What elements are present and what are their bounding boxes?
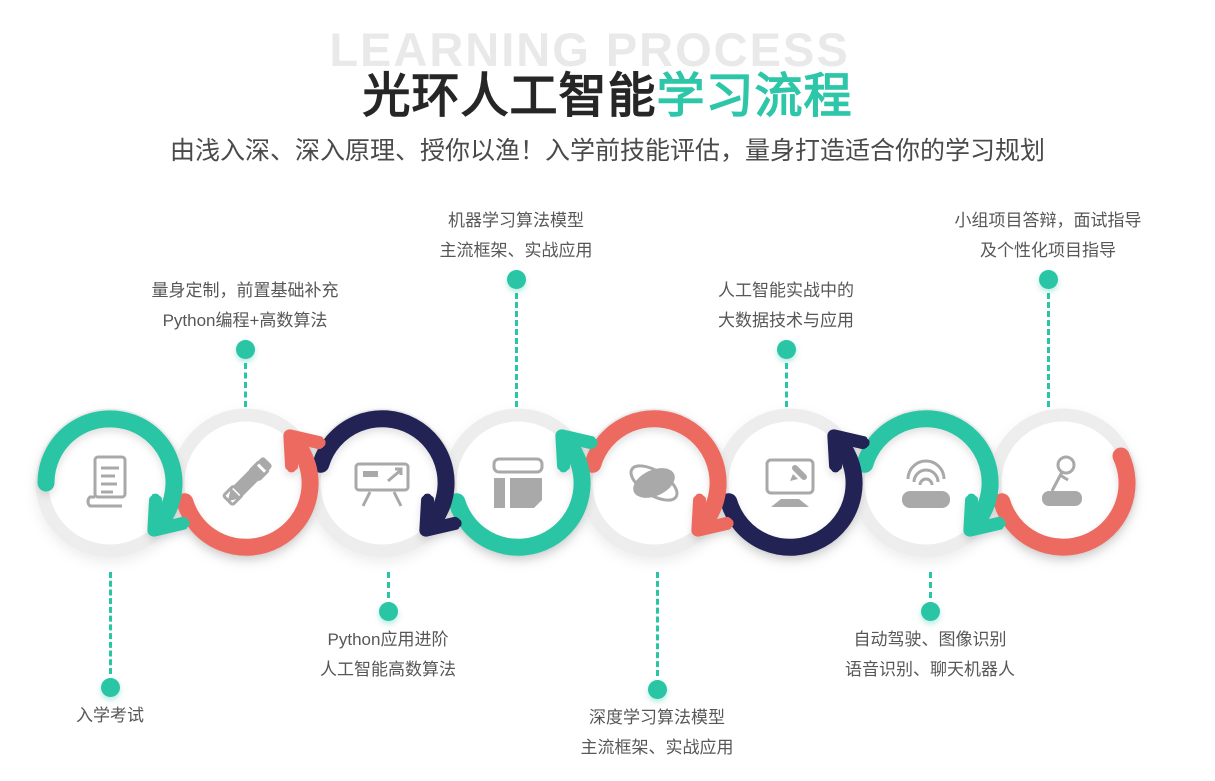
callout-step-1: 入学考试 (0, 572, 240, 731)
callout-step-5: 深度学习算法模型 主流框架、实战应用 (527, 572, 787, 763)
title-highlight: 学习流程 (656, 70, 853, 123)
page-title: 光环人工智能学习流程 (362, 56, 852, 126)
flow-arcs (37, 410, 1136, 556)
arc-step-5 (584, 410, 718, 524)
scroll-icon (86, 455, 127, 508)
callout-dot (647, 680, 667, 699)
callout-dashed-line (655, 572, 659, 676)
microphone-icon (1042, 455, 1082, 506)
callout-dashed-line (928, 572, 932, 598)
page-subtitle: 由浅入深、深入原理、授你以渔！入学前技能评估，量身打造适合你的学习规划 (169, 137, 1046, 165)
callout-step-6: 人工智能实战中的 大数据技术与应用 (656, 276, 916, 407)
arc-step-8 (993, 447, 1136, 556)
arc-step-4 (448, 442, 582, 556)
callout-dot (920, 602, 940, 621)
callout-dashed-line (1046, 293, 1050, 407)
callout-label: 入学考试 (76, 706, 144, 725)
callout-dot (776, 340, 796, 359)
notebook-icon (492, 457, 544, 508)
arc-step-3 (312, 410, 446, 524)
arc-step-7 (856, 410, 990, 524)
callout-label: 及个性化项目指导 (980, 241, 1116, 260)
callout-dashed-line (243, 363, 247, 407)
callout-label: Python应用进阶 (327, 630, 449, 649)
callout-label: 自动驾驶、图像识别 (853, 630, 1007, 649)
callout-label: 大数据技术与应用 (718, 311, 854, 330)
callout-dot (100, 678, 120, 697)
arc-step-6 (720, 442, 854, 556)
router-wifi-icon (902, 459, 950, 508)
callout-label: 深度学习算法模型 (589, 708, 725, 727)
orbit-icon (629, 464, 679, 502)
callout-label: 语音识别、聊天机器人 (845, 660, 1015, 679)
title-prefix: 光环人工智能 (362, 70, 657, 123)
process-chain (35, 408, 1138, 558)
callout-dot (1038, 270, 1058, 289)
callout-label: 主流框架、实战应用 (439, 241, 593, 260)
callout-step-2: 量身定制，前置基础补充 Python编程+高数算法 (115, 276, 375, 407)
callout-label: 量身定制，前置基础补充 (151, 281, 339, 300)
callout-label: 机器学习算法模型 (448, 211, 584, 230)
callout-label: 人工智能实战中的 (718, 281, 854, 300)
arc-step-1 (37, 410, 174, 524)
callout-label: 小组项目答辩，面试指导 (954, 211, 1142, 230)
callout-dashed-line (514, 293, 518, 407)
pencil-ruler-icon (222, 457, 272, 506)
background-watermark-text: LEARNING PROCESS (329, 23, 850, 76)
callout-step-8: 小组项目答辩，面试指导 及个性化项目指导 (918, 206, 1178, 407)
callout-dashed-line (386, 572, 390, 598)
callout-step-4: 机器学习算法模型 主流框架、实战应用 (386, 206, 646, 407)
callout-dashed-line (784, 363, 788, 407)
callout-step-7: 自动驾驶、图像识别 语音识别、聊天机器人 (800, 572, 1060, 685)
callout-label: 主流框架、实战应用 (580, 738, 734, 757)
monitor-pencil-icon (765, 458, 815, 507)
callout-dashed-line (108, 572, 112, 674)
callout-label: Python编程+高数算法 (162, 311, 328, 330)
step-icons (86, 455, 1082, 508)
callout-step-3: Python应用进阶 人工智能高数算法 (258, 572, 518, 685)
arc-step-2 (176, 442, 310, 556)
callout-dot (235, 340, 255, 359)
callout-dot (378, 602, 398, 621)
presentation-board-icon (354, 462, 410, 507)
callout-dot (506, 270, 526, 289)
callout-label: 人工智能高数算法 (320, 660, 456, 679)
